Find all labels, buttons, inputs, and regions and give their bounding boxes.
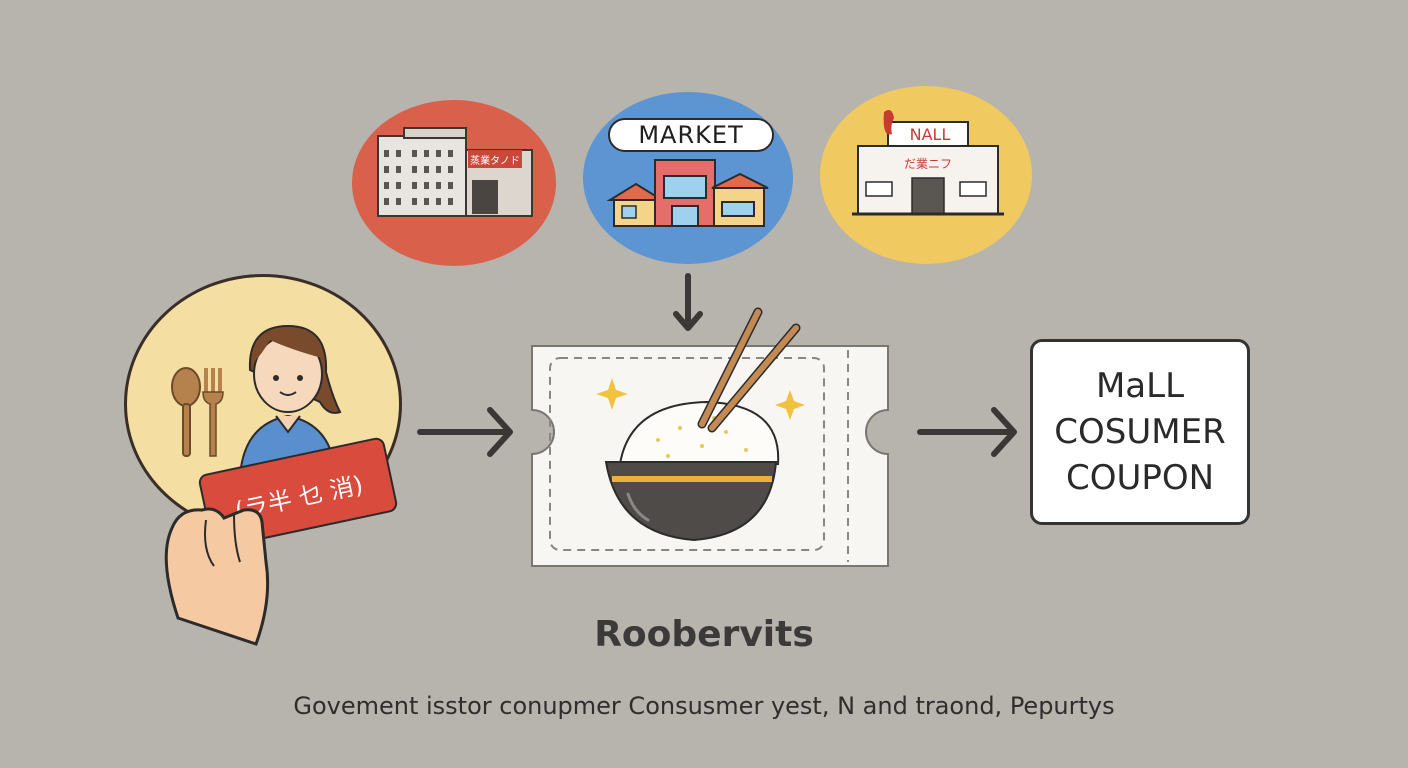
chopsticks-icon	[697, 307, 801, 433]
arrow-icon	[673, 273, 703, 331]
arrow-icon	[917, 407, 1017, 457]
result-line-1: MaLL	[1095, 366, 1185, 406]
fork-spoon-icon	[171, 367, 224, 457]
sparkle-icon	[775, 390, 805, 420]
result-line-2: COSUMER	[1054, 412, 1226, 452]
mall-building-icon: NALL だ業ニフ	[852, 110, 1004, 216]
result-line-3: COUPON	[1065, 458, 1215, 498]
storefront-sign: 蒸業タノド	[470, 154, 520, 167]
rice-bowl-icon	[604, 400, 780, 542]
sparkle-icon	[596, 378, 628, 410]
caption-title: Roobervits	[594, 614, 814, 655]
result-coupon-box: MaLL COSUMER COUPON	[1030, 339, 1250, 525]
mall-sub-sign: だ業ニフ	[904, 157, 952, 171]
market-label: MARKET	[608, 118, 774, 152]
arrow-icon	[417, 407, 513, 457]
market-building-icon	[606, 159, 769, 227]
caption-subtitle: Govement isstor conupmer Consusmer yest,…	[293, 692, 1115, 720]
office-building-icon: 蒸業タノド	[377, 127, 533, 217]
mall-sign: NALL	[910, 125, 951, 144]
hand-icon	[164, 507, 270, 646]
